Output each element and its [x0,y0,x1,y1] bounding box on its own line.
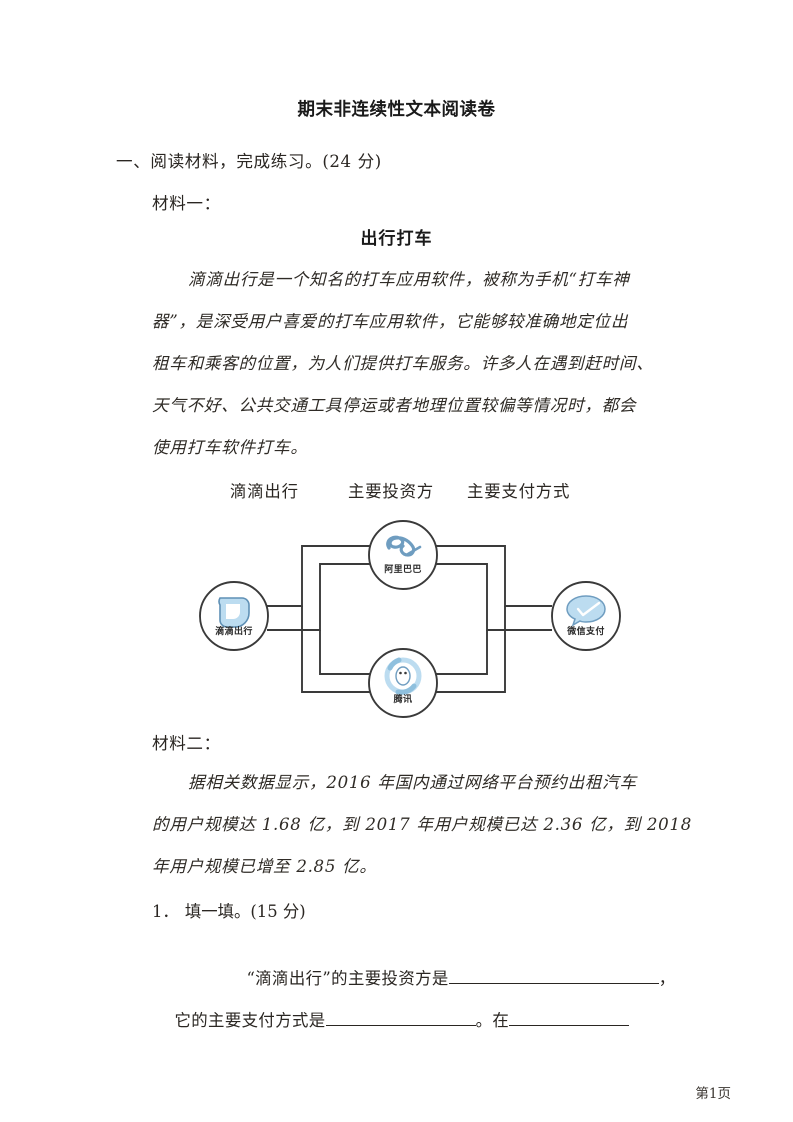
diagram-node-wechatpay: 微信支付 [551,581,621,651]
material-two-line: 据相关数据显示，2016 年国内通过网络平台预约出租汽车 [188,773,637,792]
page-number-footer: 第1页 [695,1086,731,1102]
section-heading: 一、阅读材料，完成练习。(24 分) [116,152,382,171]
article-line: 使用打车软件打车。 [152,438,308,457]
diagram-node-alibaba: 阿里巴巴 [368,520,438,590]
article-line: 租车和乘客的位置，为人们提供打车服务。许多人在遇到赶时间、 [152,354,654,373]
tencent-node-label: 腾讯 [393,693,413,705]
answer-blank-payment[interactable] [325,1008,476,1026]
question-1-blank-line-2: 它的主要支付方式是 。在 [152,988,630,1050]
answer-blank-investor[interactable] [448,966,659,984]
question-1-line2-mid: 。在 [475,1011,510,1030]
didi-relationship-diagram: 滴滴出行 阿里巴巴 [160,506,660,726]
material-one-label: 材料一： [152,194,221,213]
answer-blank-third[interactable] [509,1008,630,1026]
alibaba-node-label: 阿里巴巴 [384,564,422,575]
question-1-line1-suffix: ， [658,969,676,988]
didi-node-label: 滴滴出行 [215,625,253,637]
diagram-node-tencent: 腾讯 [368,648,438,718]
question-1-number: 1． 填一填。(15 分) [152,898,306,922]
wechat-bubble-check-icon [566,595,606,627]
diagram-header-didi: 滴滴出行 [230,482,299,501]
tencent-penguin-icon [384,657,422,695]
article-line: 滴滴出行是一个知名的打车应用软件，被称为手机“打车神 [188,270,630,289]
diagram-column-headers: 滴滴出行 主要投资方 主要支付方式 [0,478,793,504]
question-1-prompt: 填一填。(15 分) [184,902,306,921]
diagram-header-payment: 主要支付方式 [467,482,571,501]
article-line: 器”，是深受用户喜爱的打车应用软件，它能够较准确地定位出 [152,312,629,331]
question-1-line2-text: 它的主要支付方式是 [174,1011,326,1030]
question-1-number-text: 1． [152,902,179,921]
didi-shield-icon [218,597,250,628]
material-two-label: 材料二： [152,734,221,753]
diagram-header-investors: 主要投资方 [348,482,434,501]
page-title: 期末非连续性文本阅读卷 [297,100,496,120]
material-two-line: 年用户规模已增至 2.85 亿。 [152,857,377,876]
question-1-blank-line-1: “滴滴出行”的主要投资方是 ， [224,946,676,1008]
question-1-line1-text: “滴滴出行”的主要投资方是 [246,969,449,988]
alibaba-e-icon [386,535,422,557]
material-two-line: 的用户规模达 1.68 亿，到 2017 年用户规模已达 2.36 亿，到 20… [152,815,692,834]
article-line: 天气不好、公共交通工具停运或者地理位置较偏等情况时，都会 [152,396,637,415]
wechatpay-node-label: 微信支付 [566,625,605,637]
article-title: 出行打车 [360,229,433,249]
diagram-node-didi: 滴滴出行 [199,581,269,651]
